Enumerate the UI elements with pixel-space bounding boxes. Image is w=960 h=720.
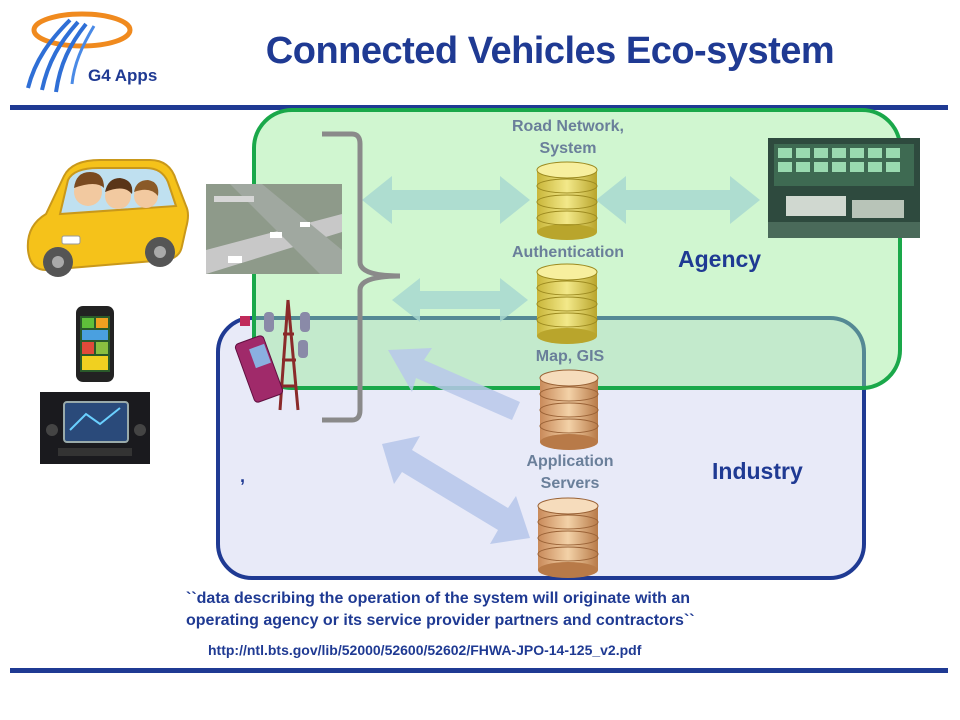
map-gis-database-icon — [539, 369, 599, 450]
arrow-road-network-tmc — [596, 176, 760, 224]
traffic-management-center-image — [768, 138, 920, 238]
agency-label: Agency — [678, 246, 762, 272]
top-divider — [10, 105, 948, 110]
road-network-label: Road Network, System — [488, 116, 648, 160]
g4-logo-icon — [26, 11, 133, 93]
authentication-label: Authentication — [512, 244, 624, 261]
arrow-devices-map-gis — [388, 348, 520, 420]
arrow-devices-application-servers — [382, 436, 530, 544]
application-servers-database-icon — [537, 497, 599, 578]
arrow-devices-authentication — [392, 278, 528, 322]
authentication-database-icon — [536, 263, 598, 344]
road-network-database-icon — [536, 161, 598, 240]
page-title: Connected Vehicles Eco-system — [265, 30, 835, 72]
application-servers-label-line2: Servers — [540, 475, 600, 492]
application-servers-label: Application Servers — [490, 451, 650, 495]
source-quote: ``data describing the operation of the s… — [186, 588, 695, 632]
arrow-devices-road-network — [362, 176, 530, 224]
car-navigation-dashboard-image — [40, 392, 150, 464]
industry-label: Industry — [712, 458, 803, 484]
stray-comma: , — [240, 466, 246, 486]
logo-text: G4 Apps — [88, 66, 158, 85]
source-quote-line1: ``data describing the operation of the s… — [186, 590, 691, 607]
smartphone-icon — [76, 306, 114, 382]
source-quote-line2: operating agency or its service provider… — [186, 612, 695, 629]
car-icon — [26, 159, 189, 277]
map-gis-label: Map, GIS — [535, 348, 605, 365]
cell-tower-icon — [234, 299, 310, 411]
highway-photo-image — [206, 184, 342, 274]
application-servers-label-line1: Application — [526, 453, 614, 470]
source-url-link[interactable]: http://ntl.bts.gov/lib/52000/52600/52602… — [208, 642, 642, 658]
road-network-label-line1: Road Network, — [511, 118, 624, 135]
road-network-label-line2: System — [539, 140, 597, 157]
bottom-divider — [10, 668, 948, 673]
device-group-bracket — [322, 131, 401, 423]
